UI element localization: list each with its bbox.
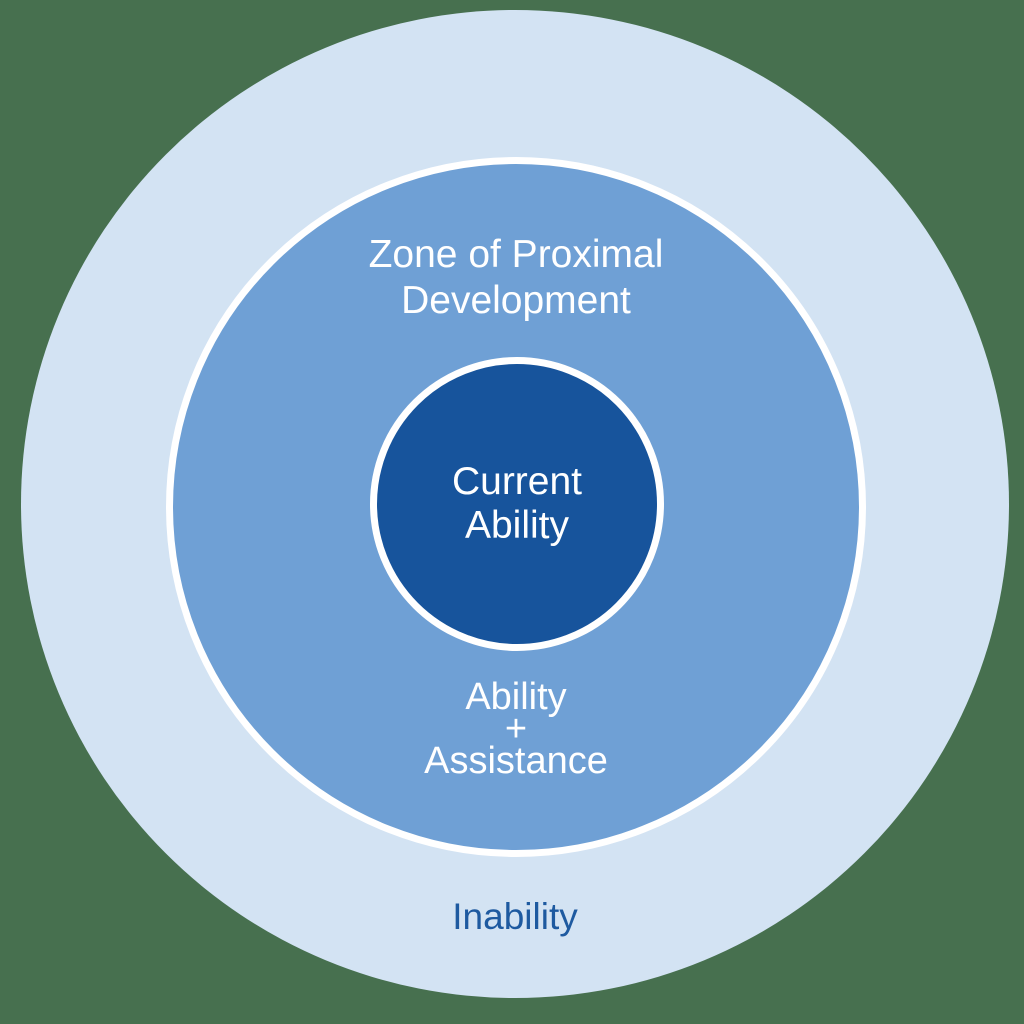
- zpd-label-line-2: Development: [401, 279, 631, 322]
- middle-circle-zpd: Zone of Proximal Development Current Abi…: [166, 157, 866, 857]
- current-ability-label-line-1: Current: [451, 460, 583, 503]
- ability-assistance-label-line-3: Assistance: [424, 740, 608, 782]
- plus-sign: +: [504, 708, 528, 750]
- ability-assistance-label-line-1: Ability: [465, 676, 567, 718]
- zpd-label: Zone of Proximal Development: [173, 232, 859, 324]
- inability-label: Inability: [452, 896, 578, 937]
- ability-assistance-label: Ability + Assistance: [173, 676, 859, 782]
- outer-circle-inability: Zone of Proximal Development Current Abi…: [21, 10, 1009, 998]
- zpd-label-line-1: Zone of Proximal: [368, 233, 664, 276]
- current-ability-label-line-2: Ability: [464, 504, 570, 547]
- inner-circle-current-ability: Current Ability: [370, 357, 664, 651]
- current-ability-label: Current Ability: [452, 460, 582, 548]
